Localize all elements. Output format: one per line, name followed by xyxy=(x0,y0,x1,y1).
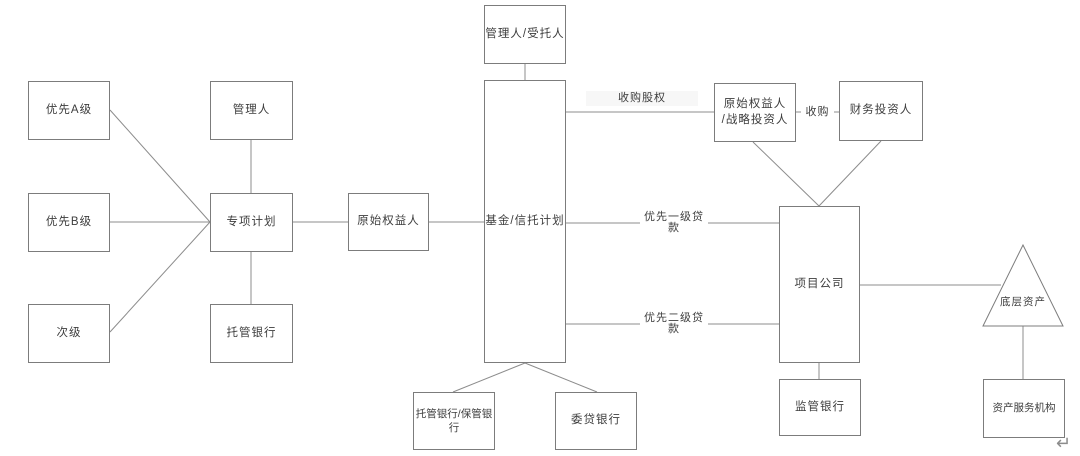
node-originator-strategic: 原始权益人 /战略投资人 xyxy=(714,83,796,142)
edge-label-acquire-equity: 收购股权 xyxy=(586,91,698,106)
node-manager: 管理人 xyxy=(210,81,293,140)
underlying-asset-label: 底层资产 xyxy=(1000,296,1046,308)
node-originator: 原始权益人 xyxy=(348,193,429,251)
node-special-plan: 专项计划 xyxy=(210,193,293,252)
node-project-company: 项目公司 xyxy=(779,206,860,363)
edge-label-senior-tier1-loan: 优先一级贷款 xyxy=(640,212,708,234)
node-custodian-bank: 托管银行 xyxy=(210,304,293,363)
edge-fund-to-fund-custodian xyxy=(452,362,526,393)
node-manager-trustee: 管理人/受托人 xyxy=(484,5,566,64)
node-fund-trust-plan: 基金/信托计划 xyxy=(484,80,566,363)
edge-financial-to-project xyxy=(818,140,882,207)
edge-fund-to-entrusted-bank xyxy=(524,362,598,393)
node-asset-service-agency: 资产服务机构 xyxy=(983,379,1065,438)
node-subordinate: 次级 xyxy=(28,304,110,363)
edge-priority-a-to-special-plan xyxy=(109,109,211,223)
edge-subordinate-to-special-plan xyxy=(109,221,211,333)
node-fund-custodian-bank: 托管银行/保管银行 xyxy=(413,392,495,450)
node-financial-investor: 财务投资人 xyxy=(839,81,923,141)
edge-label-acquire: 收购 xyxy=(801,105,834,119)
node-entrusted-loan-bank: 委贷银行 xyxy=(555,392,637,450)
edge-label-senior-tier2-loan: 优先二级贷款 xyxy=(640,313,708,335)
underlying-asset-triangle xyxy=(982,243,1064,327)
node-priority-b: 优先B级 xyxy=(28,193,110,252)
return-mark-icon: ↵ xyxy=(1056,433,1072,453)
node-supervision-bank: 监管银行 xyxy=(779,379,861,436)
edge-strategic-to-project xyxy=(752,141,820,207)
node-priority-a: 优先A级 xyxy=(28,81,110,140)
